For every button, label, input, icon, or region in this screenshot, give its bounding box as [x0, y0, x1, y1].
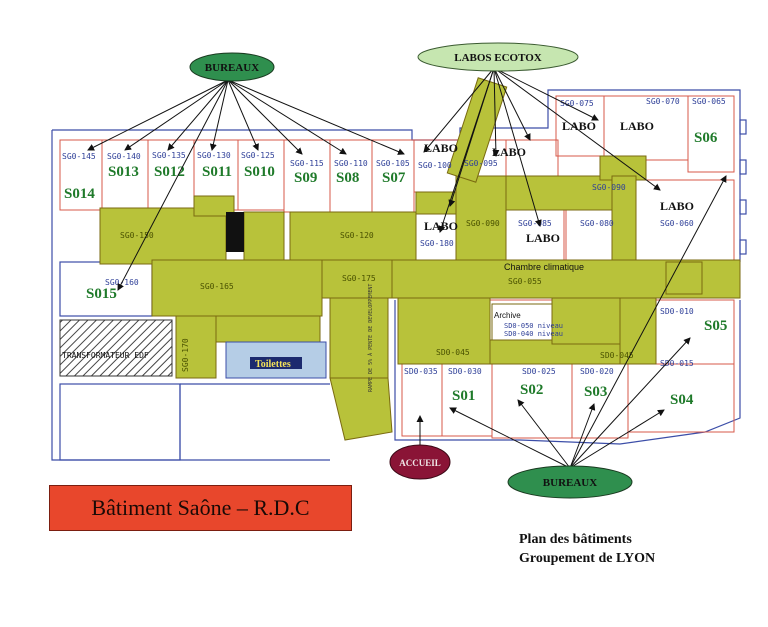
code-sg0-065: SG0-065 — [692, 97, 726, 106]
code-sg0-070: SG0-070 — [646, 97, 680, 106]
callout-arrows — [87, 67, 727, 469]
code-sg0-080: SG0-080 — [580, 219, 614, 228]
room-s05: S05 — [704, 318, 727, 334]
labo-2: LABO — [492, 145, 526, 159]
code-sg0-095: SG0-095 — [464, 159, 498, 168]
code-sd0-045: SD0-045 — [436, 348, 470, 357]
code-sg0-145: SG0-145 — [62, 152, 96, 161]
callout-bureaux-bottom: BUREAUX — [507, 465, 633, 499]
code-sd0-035: SD0-035 — [404, 367, 438, 376]
labo-4: LABO — [620, 119, 654, 133]
code-sg0-170: SG0-170 — [181, 338, 190, 372]
toilettes-label: Toilettes — [255, 359, 291, 370]
code-sd0-045b: SD0-045 — [600, 351, 634, 360]
chambre-climatique-label: Chambre climatique — [504, 262, 584, 272]
room-s011: S011 — [202, 164, 232, 180]
code-sg0-165: SG0-165 — [200, 282, 234, 291]
code-sg0-075: SG0-075 — [560, 99, 594, 108]
room-s04: S04 — [670, 392, 694, 408]
bureaux-top-label: BUREAUX — [205, 62, 259, 74]
building-walls — [51, 89, 747, 461]
callout-labos-ecotox: LABOS ECOTOX — [417, 42, 579, 72]
code-sg0-060: SG0-060 — [660, 219, 694, 228]
room-numbers: S014 S013 S012 S011 S010 S09 S08 S07 S06… — [64, 130, 727, 408]
accueil-label: ACCUEIL — [399, 458, 441, 468]
labo-3: LABO — [562, 119, 596, 133]
room-s012: S012 — [154, 164, 185, 180]
room-s08: S08 — [336, 170, 359, 186]
rampe-label: RAMPE DE 5% À PENTE DE DEVELOPPEMENT — [367, 284, 374, 392]
code-sg0-180: SG0-180 — [420, 239, 454, 248]
code-sg0-115: SG0-115 — [290, 159, 324, 168]
code-sg0-055: SG0-055 — [508, 277, 542, 286]
code-sg0-085: SG0-085 — [518, 219, 552, 228]
room-s01: S01 — [452, 388, 475, 404]
code-sg0-140: SG0-140 — [107, 152, 141, 161]
room-s07: S07 — [382, 170, 406, 186]
code-sg0-175: SG0-175 — [342, 274, 376, 283]
code-sg0-100: SG0-100 — [418, 161, 452, 170]
room-s010: S010 — [244, 164, 275, 180]
room-s06: S06 — [694, 130, 718, 146]
code-sd0-020: SD0-020 — [580, 367, 614, 376]
room-s015: S015 — [86, 286, 117, 302]
labo-6: LABO — [424, 219, 458, 233]
archive-line-1: SD0-050 niveau — [504, 322, 563, 330]
plan-caption: Plan des bâtiments Groupement de LYON — [519, 530, 655, 568]
labo-5: LABO — [660, 199, 694, 213]
transformateur-label: TRANSFORMATEUR EDF — [62, 351, 149, 360]
room-s013: S013 — [108, 164, 139, 180]
page-title: Bâtiment Saône – R.D.C — [91, 495, 310, 520]
misc-labels: Chambre climatique Archive SD0-050 nivea… — [62, 262, 584, 392]
code-sd0-015: SD0-015 — [660, 359, 694, 368]
room-s09: S09 — [294, 170, 317, 186]
labos-ecotox-label: LABOS ECOTOX — [454, 52, 542, 64]
code-sd0-025: SD0-025 — [522, 367, 556, 376]
room-codes: SG0-145 SG0-140 SG0-135 SG0-130 SG0-125 … — [62, 97, 726, 376]
code-sg0-090b: SG0-090 — [466, 219, 500, 228]
bureaux-bottom-label: BUREAUX — [543, 477, 597, 489]
callout-accueil: ACCUEIL — [389, 444, 451, 480]
code-sg0-090: SG0-090 — [592, 183, 626, 192]
archive-label: Archive — [494, 311, 521, 320]
corridors — [59, 77, 741, 441]
code-sg0-120: SG0-120 — [340, 231, 374, 240]
caption-line-1: Plan des bâtiments — [519, 532, 632, 547]
archive-line-2: SD0-040 niveau — [504, 330, 563, 338]
caption-line-2: Groupement de LYON — [519, 551, 656, 566]
room-s02: S02 — [520, 382, 543, 398]
labo-1: LABO — [424, 141, 458, 155]
code-sg0-125: SG0-125 — [241, 151, 275, 160]
code-sg0-135: SG0-135 — [152, 151, 186, 160]
code-sd0-010: SD0-010 — [660, 307, 694, 316]
room-s014: S014 — [64, 186, 95, 202]
code-sd0-030: SD0-030 — [448, 367, 482, 376]
code-sg0-105: SG0-105 — [376, 159, 410, 168]
labo-7: LABO — [526, 231, 560, 245]
room-s03: S03 — [584, 384, 607, 400]
code-sg0-150: SG0-150 — [120, 231, 154, 240]
title-banner: Bâtiment Saône – R.D.C — [49, 485, 352, 531]
callout-bureaux-top: BUREAUX — [189, 52, 275, 82]
code-sg0-110: SG0-110 — [334, 159, 368, 168]
code-sg0-130: SG0-130 — [197, 151, 231, 160]
